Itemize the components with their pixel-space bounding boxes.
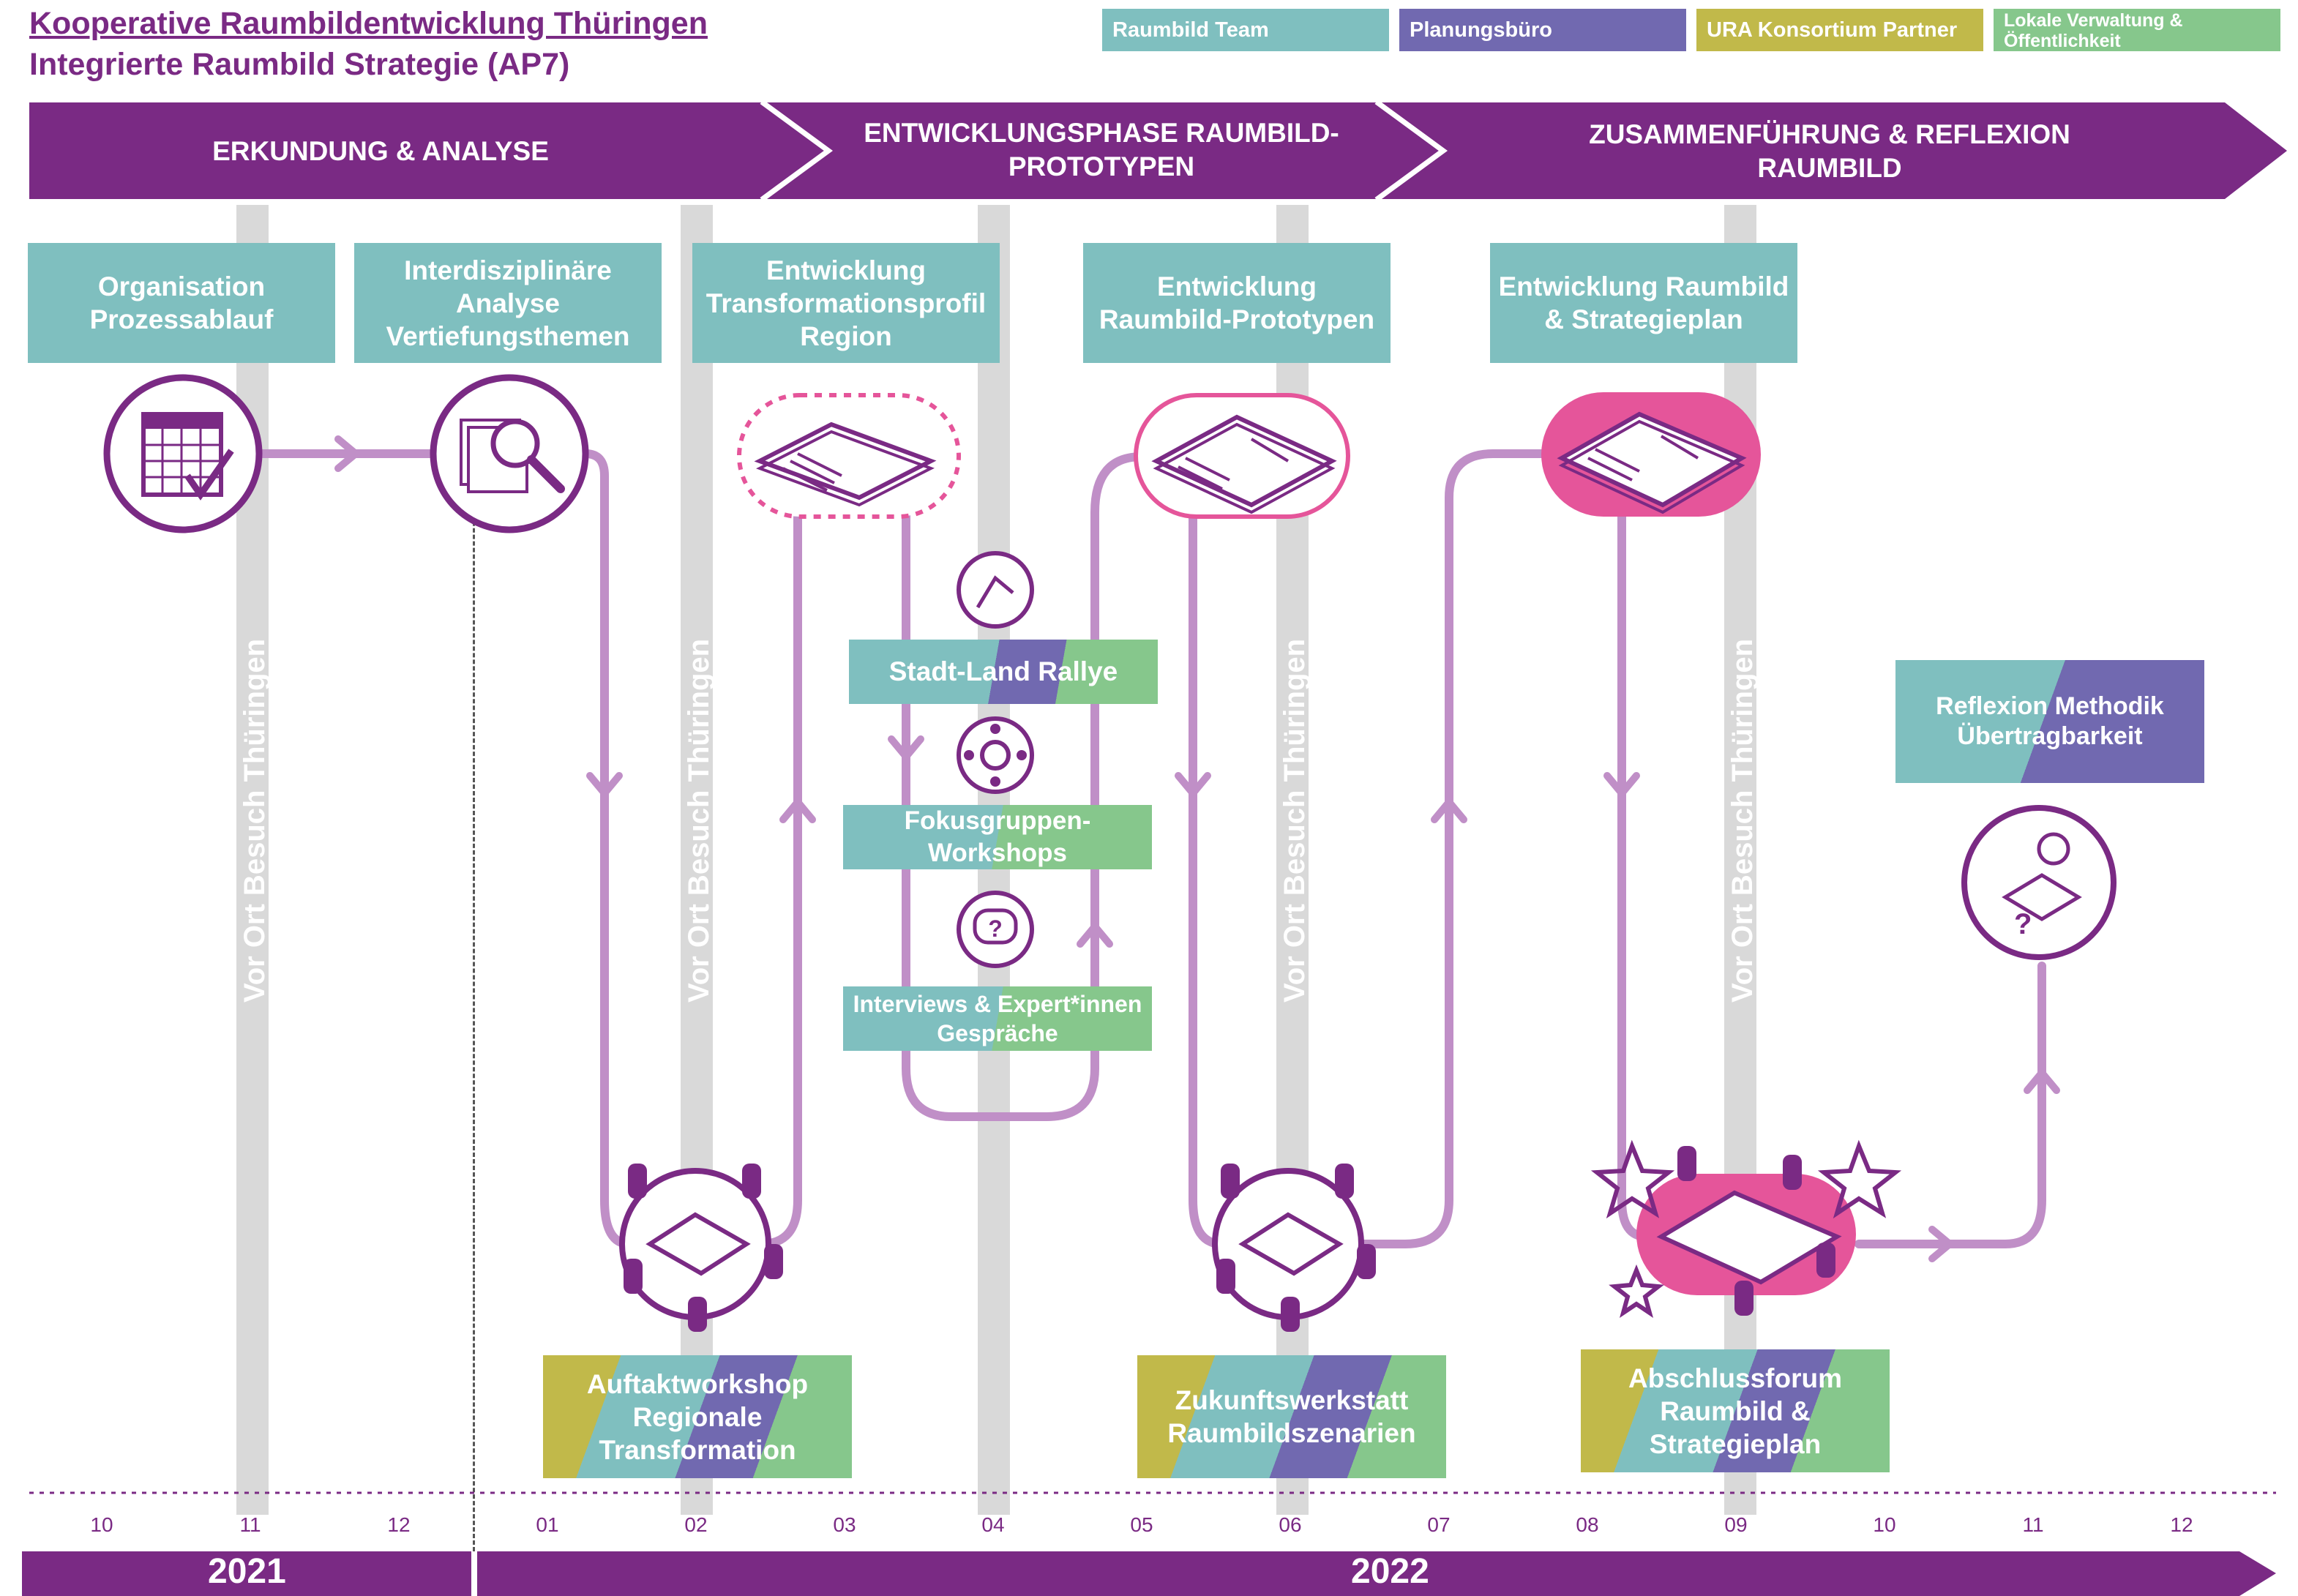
reflection-idea-icon: ? bbox=[1961, 805, 2117, 960]
phase-label-entwicklung: ENTWICKLUNGSPHASE RAUMBILD-PROTOTYPEN bbox=[864, 118, 1339, 181]
profile-document-icon bbox=[737, 393, 961, 519]
flow-line bbox=[1855, 962, 2046, 1248]
task-organisation: Organisation Prozessablauf bbox=[28, 243, 335, 363]
month-label: 01 bbox=[536, 1513, 559, 1536]
svg-text:?: ? bbox=[988, 915, 1003, 942]
workshop-auftakt: Auftaktworkshop Regionale Transformation bbox=[543, 1355, 852, 1478]
legend-planungsbuero: Planungsbüro bbox=[1399, 9, 1686, 51]
flow-line bbox=[1189, 508, 1227, 1248]
reflection-box: Reflexion Methodik Übertragbarkeit bbox=[1895, 660, 2204, 783]
month-label: 10 bbox=[90, 1513, 113, 1536]
arrow-icon bbox=[779, 798, 816, 823]
flow-line bbox=[1357, 449, 1556, 1248]
strategy-plan-icon bbox=[1541, 392, 1761, 517]
flow-line bbox=[757, 508, 802, 1248]
workshop-zukunftswerkstatt: Zukunftswerkstatt Raumbildszenarien bbox=[1137, 1355, 1446, 1478]
arrow-icon bbox=[1928, 1226, 1953, 1262]
final-forum-icon bbox=[1590, 1139, 1902, 1318]
year-label-2021: 2021 bbox=[208, 1552, 286, 1591]
magnifier-icon bbox=[430, 374, 589, 533]
arrow-icon bbox=[888, 735, 924, 760]
question-bubble-icon: ? bbox=[957, 891, 1034, 968]
calendar-icon bbox=[103, 374, 263, 533]
month-label: 09 bbox=[1724, 1513, 1748, 1536]
month-label: 11 bbox=[239, 1513, 261, 1536]
arrow-icon bbox=[1077, 923, 1113, 948]
route-icon bbox=[957, 551, 1034, 629]
month-label: 05 bbox=[1130, 1513, 1153, 1536]
year-label-2022: 2022 bbox=[1351, 1552, 1429, 1591]
arrow-icon bbox=[2024, 1069, 2060, 1094]
diagram-subtitle: Integrierte Raumbild Strategie (AP7) bbox=[29, 47, 570, 82]
month-label: 12 bbox=[387, 1513, 411, 1536]
legend-ura-konsortium: URA Konsortium Partner bbox=[1696, 9, 1983, 51]
month-label: 08 bbox=[1576, 1513, 1599, 1536]
workshop-abschlussforum: Abschlussforum Raumbild & Strategieplan bbox=[1581, 1349, 1890, 1472]
task-transformationsprofil: Entwicklung Transformationsprofil Region bbox=[692, 243, 1000, 363]
month-label: 02 bbox=[684, 1513, 708, 1536]
diagram-title: Kooperative Raumbildentwicklung Thüringe… bbox=[29, 6, 708, 41]
arrow-icon bbox=[1431, 798, 1467, 823]
month-label: 06 bbox=[1279, 1513, 1302, 1536]
month-label: 04 bbox=[981, 1513, 1005, 1536]
network-icon bbox=[957, 716, 1034, 794]
prototype-document-icon bbox=[1134, 393, 1350, 519]
method-interviews: Interviews & Expert*innen Gespräche bbox=[843, 986, 1152, 1051]
year-bar-2022 bbox=[477, 1551, 2276, 1596]
flow-line bbox=[1617, 508, 1651, 1241]
phase-banner bbox=[29, 100, 2287, 201]
phase-label-erkundung: ERKUNDUNG & ANALYSE bbox=[212, 136, 549, 166]
month-label: 11 bbox=[2022, 1513, 2044, 1536]
svg-text:?: ? bbox=[2014, 908, 2032, 940]
phase-label-zusammenfuehrung: ZUSAMMENFÜHRUNG & REFLEXION RAUMBILD bbox=[1589, 119, 2070, 183]
task-analyse: Interdisziplinäre Analyse Vertiefungsthe… bbox=[354, 243, 662, 363]
method-fokusgruppen: Fokusgruppen-Workshops bbox=[843, 805, 1152, 869]
arrow-icon bbox=[334, 435, 359, 472]
month-label: 03 bbox=[833, 1513, 856, 1536]
year-divider bbox=[473, 410, 475, 1551]
year-bar-2021 bbox=[22, 1551, 471, 1596]
arrow-icon bbox=[586, 772, 623, 797]
legend-lokale-verwaltung: Lokale Verwaltung & Öffentlichkeit bbox=[1994, 9, 2280, 51]
task-prototypen: Entwicklung Raumbild-Prototypen bbox=[1083, 243, 1391, 363]
month-label: 12 bbox=[2170, 1513, 2193, 1536]
flow-line bbox=[902, 452, 1146, 1121]
month-label: 10 bbox=[1873, 1513, 1896, 1536]
method-stadt-land-rallye: Stadt-Land Rallye bbox=[849, 640, 1158, 704]
flow-line bbox=[581, 449, 634, 1248]
task-strategieplan: Entwicklung Raumbild & Strategieplan bbox=[1490, 243, 1797, 363]
arrow-icon bbox=[1603, 772, 1640, 797]
workshop-table-icon bbox=[619, 1164, 783, 1332]
legend-raumbild-team: Raumbild Team bbox=[1102, 9, 1389, 51]
month-label: 07 bbox=[1427, 1513, 1451, 1536]
arrow-icon bbox=[1175, 772, 1211, 797]
workshop-table-icon bbox=[1212, 1164, 1376, 1332]
